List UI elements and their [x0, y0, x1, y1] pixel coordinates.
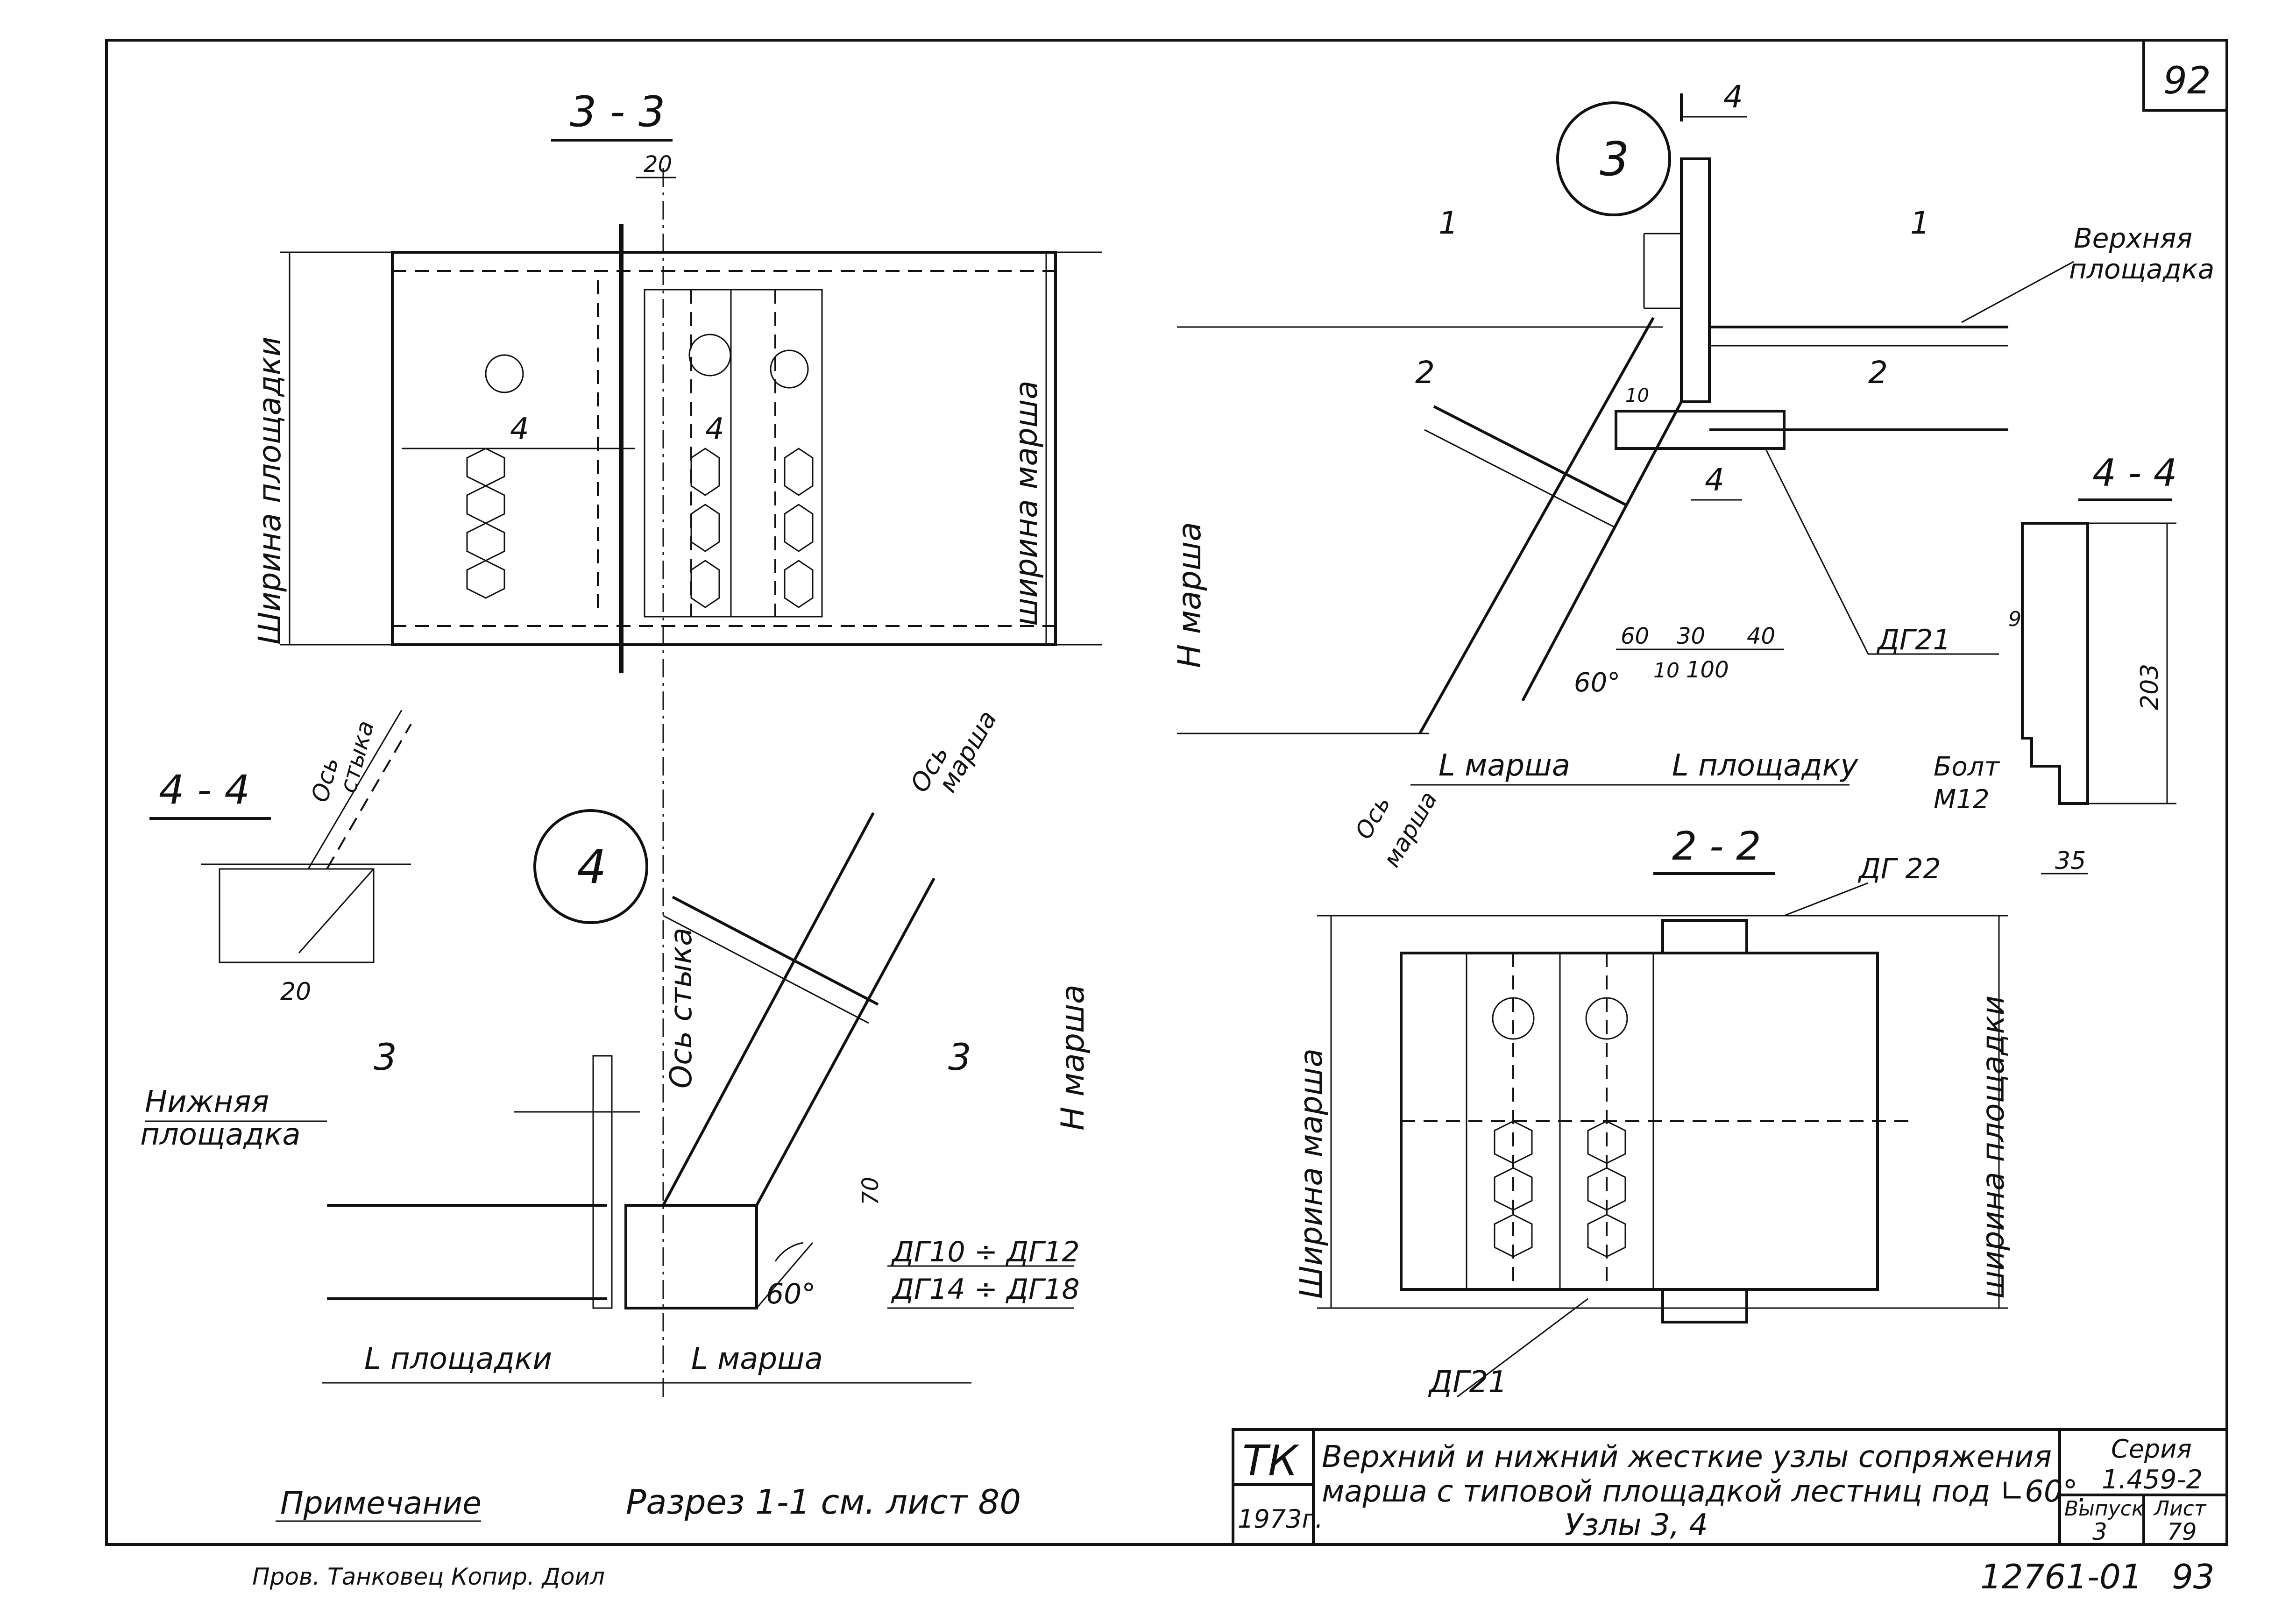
view-3-3-cut-left: 4: [510, 412, 529, 447]
node-3-l-march: L марша: [1439, 748, 1570, 783]
sheet-frame: 92: [105, 39, 2228, 1546]
title-line-3: Узлы 3, 4: [1565, 1508, 1708, 1543]
corner-number: 93: [2172, 1557, 2215, 1596]
issue-label: Выпуск: [2064, 1497, 2144, 1521]
note-label: Примечание: [280, 1485, 482, 1521]
title-block: ТК 1973г. Верхний и нижний жесткие узлы …: [1232, 1428, 2228, 1546]
node-4-h-march: Н марша: [1055, 984, 1091, 1131]
node-3-upper-landing-1: Верхняя: [2074, 222, 2192, 254]
node-3-cut-1-right: 1: [1910, 205, 1930, 241]
view-2-2: 2 - 2 ДГ 22 ДГ21 Ширина марша ширина пло…: [1293, 823, 2011, 1400]
node-4-l-landing: L площадки: [364, 1342, 552, 1376]
series-value: 1.459-2: [2102, 1465, 2203, 1495]
page-number: 92: [2163, 59, 2211, 102]
title-line-1: Верхний и нижний жесткие узлы сопряжения: [1322, 1440, 2052, 1474]
node-3: 3 4 1 1 2 2 Верхняя площадка Н марша 10 …: [1171, 79, 2214, 872]
node-4-ref-2: ДГ14 ÷ ДГ18: [891, 1273, 1080, 1306]
view-3-3: 3 - 3 20 4 4 Ширина площадки ширина марш…: [252, 87, 1102, 1402]
node-4-cut-right: 3: [948, 1037, 971, 1079]
note: Примечание Разрез 1-1 см. лист 80: [276, 1482, 1021, 1522]
view-2-2-ref-top: ДГ 22: [1857, 853, 1941, 885]
node-3-cut-1-left: 1: [1439, 205, 1458, 241]
node-3-cut-2-right: 2: [1868, 355, 1888, 391]
year: 1973г.: [1238, 1504, 1323, 1534]
issue-value: 3: [2092, 1518, 2107, 1545]
view-2-2-label-left: Ширина марша: [1293, 1048, 1329, 1299]
sheet-value: 79: [2167, 1518, 2197, 1545]
view-2-2-label-right: ширина площадки: [1975, 996, 2011, 1299]
view-4-4-left-dim: 20: [280, 978, 311, 1006]
node-4-axis-joint: Ось стыка: [664, 928, 699, 1089]
node-4-number: 4: [577, 840, 607, 894]
view-4-4-left: 4 - 4 Ось стыка 20: [149, 710, 412, 1006]
node-3-dim-100: 100: [1686, 657, 1729, 683]
node-4-l-march: L марша: [691, 1342, 823, 1376]
node-3-number: 3: [1600, 132, 1630, 186]
node-4-lower-landing-1: Нижняя: [145, 1085, 269, 1119]
node-3-cut-2-left: 2: [1415, 355, 1435, 391]
sheet-label: Лист: [2153, 1497, 2207, 1521]
node-3-upper-landing-2: площадка: [2069, 253, 2214, 285]
view-4-4-right-dim-203: 203: [2136, 664, 2164, 710]
node-4-cut-left: 3: [374, 1037, 397, 1079]
org-code: ТК: [1242, 1437, 1300, 1486]
note-text: Разрез 1-1 см. лист 80: [626, 1482, 1021, 1522]
view-3-3-title: 3 - 3: [570, 87, 665, 136]
node-3-dim-10-top: 10: [1625, 385, 1649, 406]
node-3-ref: ДГ21: [1876, 624, 1951, 656]
view-2-2-title: 2 - 2: [1672, 823, 1761, 869]
node-3-angle: 60°: [1574, 668, 1620, 698]
node-4: 4 Ось стыка Ось марша Нижняя площадка 3 …: [140, 705, 1091, 1384]
node-3-dim-60: 60: [1621, 623, 1649, 649]
node-3-cut-mid: 4: [1705, 462, 1724, 498]
view-4-4-left-title: 4 - 4: [159, 767, 250, 813]
archive-number: 12761-01: [1980, 1557, 2142, 1596]
view-3-3-label-right: ширина марша: [1008, 380, 1044, 626]
view-3-3-cut-right: 4: [705, 412, 724, 447]
node-3-axis-march-1: Ось: [1350, 791, 1396, 844]
node-3-dim-10: 10: [1653, 659, 1679, 683]
node-3-l-landing: L площадку: [1672, 748, 1858, 783]
series-label: Серия: [2111, 1434, 2192, 1464]
node-4-ref-1: ДГ10 ÷ ДГ12: [891, 1236, 1080, 1268]
view-4-4-right-bolt-1: Болт: [1934, 752, 2000, 782]
signature-line: Пров. Танковец Копир. Доил: [252, 1563, 605, 1590]
node-4-lower-landing-2: площадка: [140, 1117, 301, 1152]
view-3-3-dim-top: 20: [644, 151, 672, 178]
node-3-h-march: Н марша: [1171, 522, 1208, 668]
title-line-2: марша с типовой площадкой лестниц под ∟6…: [1322, 1474, 2087, 1509]
node-3-axis-march-2: марша: [1378, 787, 1442, 872]
node-4-dim-70: 70: [857, 1177, 884, 1205]
view-4-4-left-axis-2: стыка: [334, 718, 380, 796]
view-4-4-right-title: 4 - 4: [2092, 451, 2177, 495]
node-3-cut-top: 4: [1723, 79, 1743, 115]
view-3-3-label-left: Ширина площадки: [252, 336, 288, 645]
node-4-angle: 60°: [766, 1278, 815, 1310]
view-4-4-right-dim-35: 35: [2055, 847, 2086, 875]
view-2-2-ref-bottom: ДГ21: [1428, 1365, 1507, 1400]
view-4-4-right-bolt-2: М12: [1934, 784, 1990, 815]
node-3-dim-30: 30: [1677, 623, 1705, 649]
view-4-4-right: 4 - 4 203 9 35 Болт М12: [1934, 451, 2177, 875]
node-3-dim-40: 40: [1747, 623, 1775, 649]
view-4-4-right-dim-9: 9: [2008, 607, 2021, 631]
